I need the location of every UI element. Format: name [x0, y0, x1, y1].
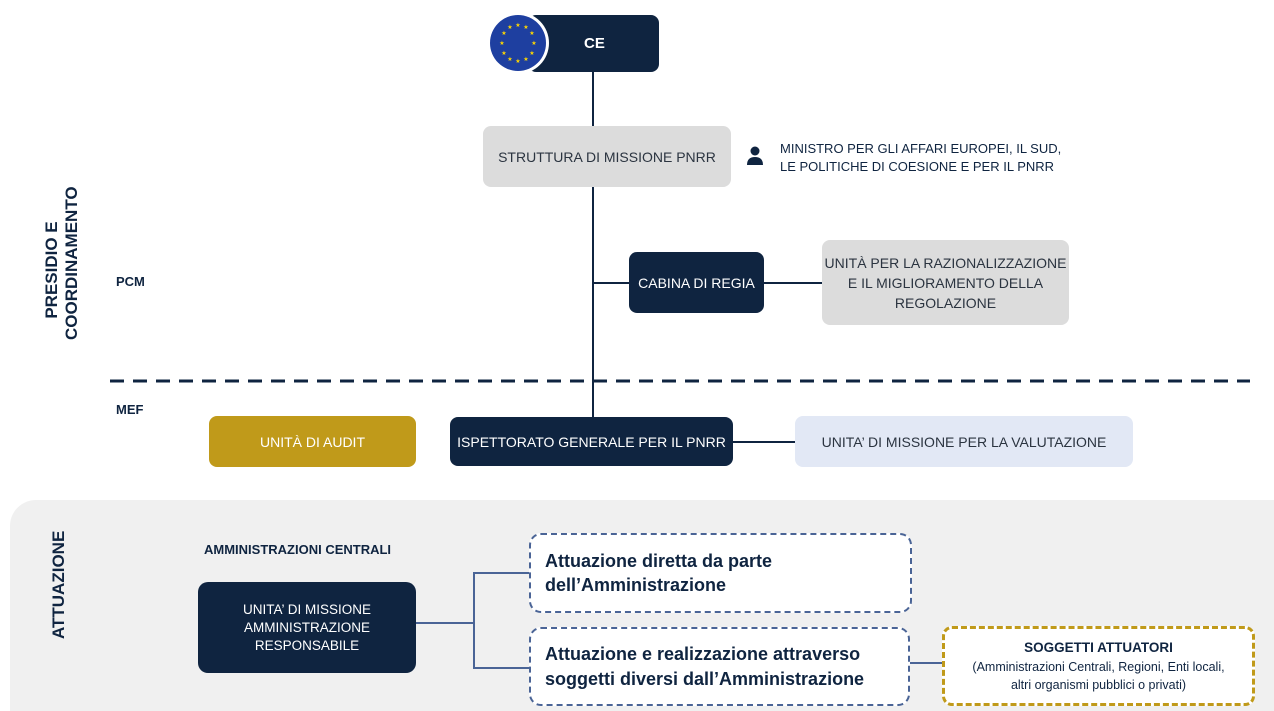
attuazione-realizzazione-box: Attuazione e realizzazione attraverso so…: [529, 627, 910, 706]
section-attuazione-text: ATTUAZIONE: [49, 530, 68, 639]
struttura-missione-box: STRUTTURA DI MISSIONE PNRR: [483, 126, 731, 187]
ispettorato-label: ISPETTORATO GENERALE PER IL PNRR: [457, 433, 726, 450]
svg-text:★: ★: [523, 24, 528, 31]
cabina-regia-box: CABINA DI REGIA: [629, 252, 764, 313]
connector-cabina-unita: [764, 282, 822, 284]
connector-ispettorato-valutazione: [733, 441, 795, 443]
struttura-missione-label: STRUTTURA DI MISSIONE PNRR: [498, 148, 716, 165]
unita-missione-box: UNITA’ DI MISSIONE AMMINISTRAZIONE RESPO…: [198, 582, 416, 673]
connector-branch-top: [473, 572, 529, 574]
mef-label: MEF: [116, 402, 144, 417]
eu-flag-svg: ★ ★ ★ ★ ★ ★ ★ ★ ★ ★ ★ ★: [490, 15, 546, 71]
section-presidio-coordinamento: PRESIDIO E COORDINAMENTO: [42, 170, 86, 370]
unita-razionalizzazione-line-1: UNITÀ PER LA RAZIONALIZZAZIONE: [824, 254, 1067, 271]
connector-to-soggetti: [910, 662, 942, 664]
svg-text:★: ★: [515, 22, 520, 29]
ispettorato-box: ISPETTORATO GENERALE PER IL PNRR: [450, 417, 733, 466]
unita-razionalizzazione-box: UNITÀ PER LA RAZIONALIZZAZIONE E IL MIGL…: [822, 240, 1069, 325]
soggetti-attuatori-box: SOGGETTI ATTUATORI (Amministrazioni Cent…: [942, 626, 1255, 706]
connector-missione-branch: [416, 622, 474, 624]
svg-text:★: ★: [529, 30, 534, 37]
soggetti-attuatori-line-1: (Amministrazioni Centrali, Regioni, Enti…: [972, 659, 1225, 674]
separator-dashed-line: [110, 379, 1250, 383]
connector-ce-struttura: [592, 72, 594, 126]
soggetti-attuatori-title: SOGGETTI ATTUATORI: [1024, 640, 1173, 656]
svg-text:★: ★: [531, 40, 536, 47]
unita-valutazione-box: UNITA’ DI MISSIONE PER LA VALUTAZIONE: [795, 416, 1133, 467]
pcm-label: PCM: [116, 274, 145, 289]
section-presidio-text: PRESIDIO E COORDINAMENTO: [42, 186, 82, 340]
eu-flag-icon: ★ ★ ★ ★ ★ ★ ★ ★ ★ ★ ★ ★: [487, 12, 549, 74]
unita-missione-line-2: AMMINISTRAZIONE: [243, 619, 370, 635]
cabina-regia-label: CABINA DI REGIA: [638, 274, 755, 291]
ministro-line-2: LE POLITICHE DI COESIONE E PER IL PNRR: [780, 159, 1055, 174]
ce-label: CE: [584, 35, 605, 52]
svg-text:★: ★: [501, 30, 506, 37]
attuazione-diretta-line-2: dell’Amministrazione: [545, 575, 727, 595]
connector-to-cabina: [592, 282, 630, 284]
unita-missione-line-1: UNITA’ DI MISSIONE: [242, 601, 371, 617]
svg-text:★: ★: [507, 24, 512, 31]
svg-text:★: ★: [501, 50, 506, 57]
ministro-text: MINISTRO PER GLI AFFARI EUROPEI, IL SUD,…: [780, 140, 1061, 176]
svg-text:★: ★: [507, 56, 512, 63]
svg-text:★: ★: [499, 40, 504, 47]
svg-text:★: ★: [515, 58, 520, 65]
amministrazioni-centrali-label: AMMINISTRAZIONI CENTRALI: [204, 542, 392, 557]
unita-valutazione-label: UNITA’ DI MISSIONE PER LA VALUTAZIONE: [821, 433, 1107, 450]
ce-box: CE: [528, 15, 659, 72]
attuazione-realizzazione-line-1: Attuazione e realizzazione attraverso: [545, 644, 861, 665]
unita-missione-line-3: RESPONSABILE: [254, 637, 360, 653]
ministro-line-1: MINISTRO PER GLI AFFARI EUROPEI, IL SUD,: [780, 141, 1062, 156]
connector-branch-vertical: [473, 572, 475, 668]
connector-branch-bottom: [473, 667, 529, 669]
section-attuazione: ATTUAZIONE: [49, 531, 71, 639]
attuazione-realizzazione-line-2: soggetti diversi dall’Amministrazione: [545, 668, 865, 689]
svg-text:★: ★: [529, 50, 534, 57]
attuazione-diretta-line-1: Attuazione diretta da parte: [545, 550, 773, 571]
attuazione-diretta-box: Attuazione diretta da parte dell’Amminis…: [529, 533, 912, 613]
svg-text:★: ★: [523, 56, 528, 63]
unita-razionalizzazione-line-2: E IL MIGLIORAMENTO DELLA: [847, 274, 1044, 291]
connector-main-vertical: [592, 186, 594, 418]
person-icon: [747, 146, 763, 165]
unita-audit-label: UNITÀ DI AUDIT: [259, 433, 365, 450]
unita-audit-box: UNITÀ DI AUDIT: [209, 416, 416, 467]
soggetti-attuatori-line-2: altri organismi pubblici o privati): [1010, 677, 1187, 692]
unita-razionalizzazione-line-3: REGOLAZIONE: [894, 294, 997, 311]
